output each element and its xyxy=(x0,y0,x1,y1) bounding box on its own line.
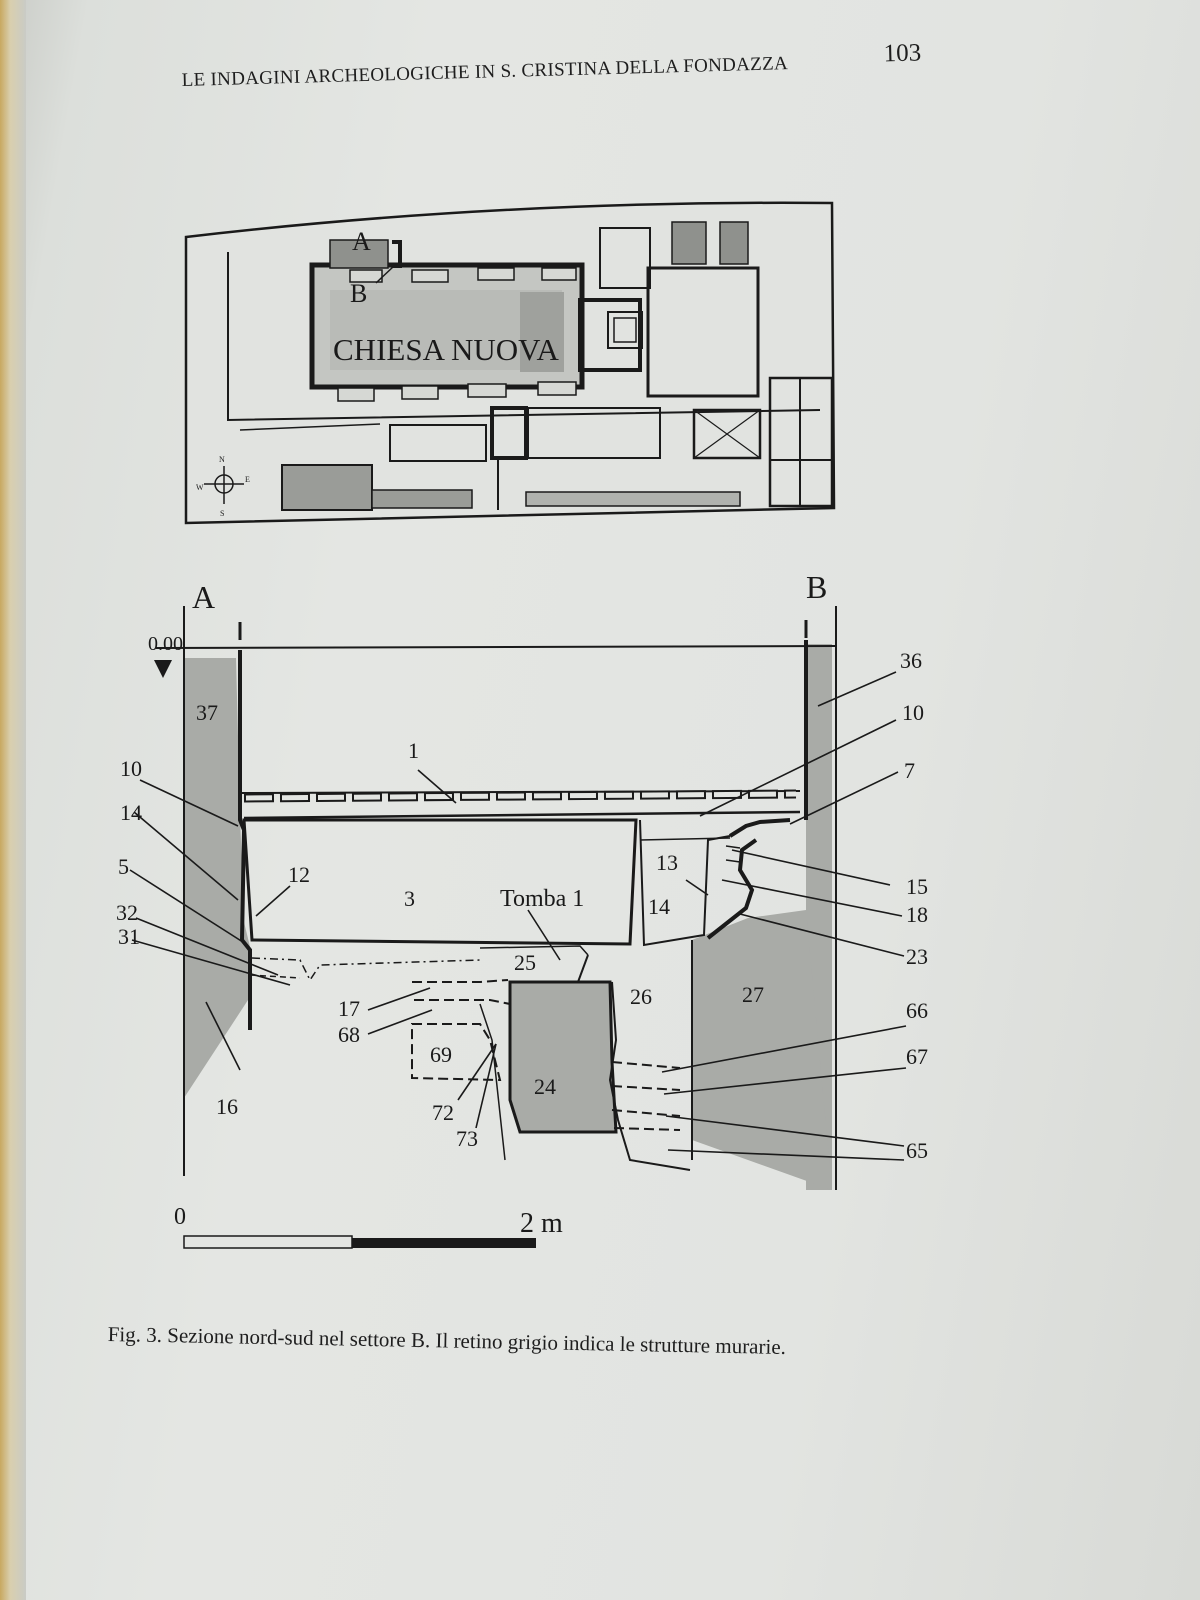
unit-label: 13 xyxy=(656,850,678,875)
figure-caption: Fig. 3. Sezione nord-sud nel settore B. … xyxy=(108,1322,928,1363)
unit-label: 14 xyxy=(120,800,142,825)
section-end-b: B xyxy=(806,569,827,605)
unit-label: 7 xyxy=(904,758,915,783)
unit-label: 73 xyxy=(456,1126,478,1151)
unit-label: 32 xyxy=(116,900,138,925)
compass-north: N xyxy=(219,455,225,464)
unit-label: 14 xyxy=(648,894,670,919)
plan-section-mark xyxy=(392,240,402,268)
unit-label: 1 xyxy=(408,738,419,763)
caption-text: Sezione nord-sud nel settore B. Il retin… xyxy=(167,1323,787,1360)
scale-start: 0 xyxy=(174,1204,186,1230)
plan-label-a: A xyxy=(352,227,371,256)
compass-east: E xyxy=(245,475,250,484)
unit-label: 31 xyxy=(118,924,140,949)
wall-37 xyxy=(184,658,252,1098)
plan-church-label: CHIESA NUOVA xyxy=(333,332,560,367)
unit-label: 25 xyxy=(514,950,536,975)
section-drawing: A B 0.00 Tomba 1 37 1 10 14 5 32 31 16 1… xyxy=(116,569,928,1249)
wall-24 xyxy=(508,980,618,1134)
scale-bar-dark xyxy=(352,1238,536,1248)
compass-south: S xyxy=(220,509,224,518)
wall-27 xyxy=(692,910,832,1190)
unit-label: 5 xyxy=(118,854,129,879)
plan-label-b: B xyxy=(350,279,367,308)
scale-bar-light xyxy=(183,1235,353,1249)
unit-label: 10 xyxy=(902,700,924,725)
tomb-1 xyxy=(242,818,638,946)
unit-label: 18 xyxy=(906,902,928,927)
cloister-square xyxy=(692,408,762,460)
unit-label: 67 xyxy=(906,1044,928,1069)
unit-label: 24 xyxy=(534,1074,556,1099)
caption-label: Fig. 3. xyxy=(107,1322,163,1348)
unit-label: 15 xyxy=(906,874,928,899)
unit-label: 23 xyxy=(906,944,928,969)
unit-label: 36 xyxy=(900,648,922,673)
page-gutter xyxy=(0,0,26,1600)
unit-label: 66 xyxy=(906,998,928,1023)
section-end-a: A xyxy=(192,579,215,615)
unit-label: 26 xyxy=(630,984,652,1009)
datum-triangle-icon xyxy=(154,660,172,678)
tomb-label: Tomba 1 xyxy=(500,886,584,912)
unit-label: 72 xyxy=(432,1100,454,1125)
unit-label: 27 xyxy=(742,982,764,1007)
unit-label: 69 xyxy=(430,1042,452,1067)
unit-label: 17 xyxy=(338,996,360,1021)
unit-label: 3 xyxy=(404,886,415,911)
compass-rose-icon xyxy=(204,466,244,504)
site-plan: A B CHIESA NUOVA N S E W xyxy=(184,201,836,525)
compass-west: W xyxy=(196,483,204,492)
datum-label: 0.00 xyxy=(148,633,183,655)
unit-label: 37 xyxy=(196,700,218,725)
scale-end: 2 m xyxy=(520,1208,563,1239)
unit-label: 68 xyxy=(338,1022,360,1047)
unit-label: 16 xyxy=(216,1094,238,1119)
unit-label: 65 xyxy=(906,1138,928,1163)
unit-label: 12 xyxy=(288,862,310,887)
unit-label: 10 xyxy=(120,756,142,781)
